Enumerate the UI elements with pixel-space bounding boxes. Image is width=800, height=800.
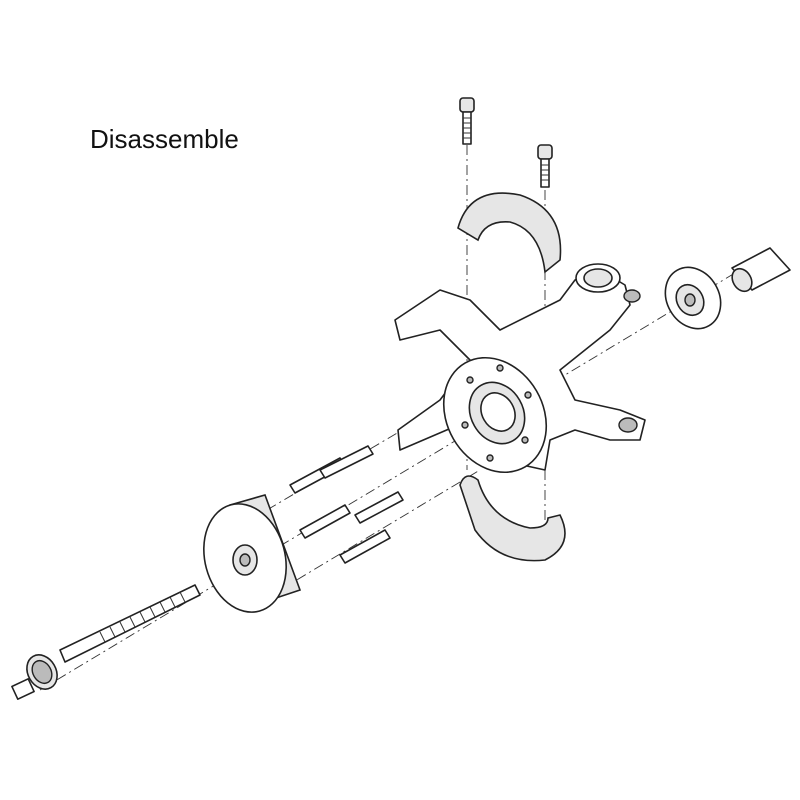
- puller-disc: [203, 494, 302, 613]
- threaded-spindle-rod: [11, 584, 201, 700]
- bearing-ring: [664, 266, 722, 330]
- guide-pins: [289, 445, 404, 564]
- wheel-hub-flange: [442, 356, 548, 474]
- threaded-adapter-nut: [731, 247, 791, 293]
- lower-clamp-half: [459, 475, 566, 562]
- socket-head-bolt-left: [459, 97, 475, 145]
- socket-head-bolt-right: [537, 144, 553, 188]
- diagram-title: Disassemble: [90, 124, 239, 154]
- upper-clamp-half: [457, 192, 562, 274]
